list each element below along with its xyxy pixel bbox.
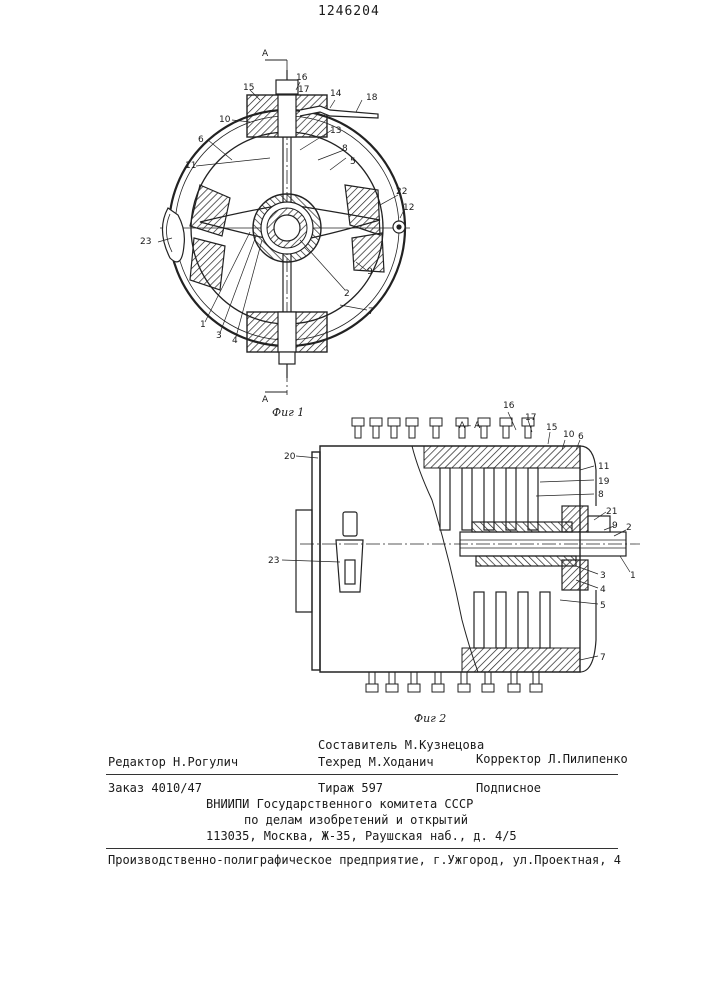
imprint-subscription: Подписное [476,781,541,795]
figure-1 [158,60,410,395]
fig2-label: 7 [600,653,606,663]
imprint-corrector: Корректор Л.Пилипенко [476,752,628,766]
fig1-label: 18 [366,93,378,103]
fig1-label: 10 [219,115,231,125]
fig2-label: 2 [626,523,632,533]
imprint-editor: Редактор Н.Рогулич [108,755,238,769]
fig2-label: 3 [600,571,606,581]
fig2-label: 8 [598,490,604,500]
fig2-label: 23 [268,556,279,566]
fig2-label: 20 [284,452,296,462]
divider [106,774,618,775]
fig1-label: 13 [330,126,341,136]
imprint-circulation: Тираж 597 [318,781,383,795]
fig1-label: 8 [342,144,348,154]
technical-drawing: A A 16 17 15 14 18 10 6 13 11 8 5 22 12 … [0,0,707,740]
fig2-section-title: A - A [459,421,481,431]
fig2-caption: Фиг 2 [414,712,446,725]
fig1-label: 15 [243,83,254,93]
fig1-label: 4 [232,336,238,346]
fig1-section-mark-top: A [262,49,269,59]
imprint-org-line-1: ВНИИПИ Государственного комитета СССР [206,797,473,811]
fig1-label: 3 [216,331,222,341]
fig1-section-mark-bottom: A [262,395,269,405]
fig2-label: 1 [630,571,636,581]
fig1-caption: Фиг 1 [272,406,304,419]
fig2-label: 11 [598,462,609,472]
fig1-label: 12 [403,203,414,213]
figure-2 [282,412,640,692]
fig1-label: 22 [396,187,407,197]
fig1-label: 6 [198,135,204,145]
fig1-label: 16 [296,73,308,83]
fig1-label: 14 [330,89,342,99]
fig1-label: 1 [200,320,206,330]
fig1-label: 7 [368,307,374,317]
fig2-label: 21 [606,507,617,517]
imprint-techred: Техред М.Ходанич [318,755,434,769]
fig1-label: 9 [367,267,373,277]
fig2-label: 5 [600,601,606,611]
fig1-label: 5 [350,157,356,167]
fig2-label: 19 [598,477,610,487]
fig2-label: 6 [578,432,584,442]
imprint-printer: Производственно-полиграфическое предприя… [108,853,621,867]
fig1-label: 2 [344,289,350,299]
imprint-order: Заказ 4010/47 [108,781,202,795]
fig2-label: 16 [503,401,515,411]
fig2-label: 4 [600,585,606,595]
imprint-org-line-3: 113035, Москва, Ж-35, Раушская наб., д. … [206,829,517,843]
fig2-label: 17 [525,413,536,423]
imprint-org-line-2: по делам изобретений и открытий [244,813,468,827]
fig1-label: 17 [298,85,309,95]
divider [106,848,618,849]
fig2-label: 15 [546,423,557,433]
fig1-label: 23 [140,237,151,247]
fig2-label: 9 [612,521,618,531]
fig1-label: 11 [185,161,196,171]
imprint-compiler: Составитель М.Кузнецова [318,738,484,752]
fig2-label: 10 [563,430,575,440]
